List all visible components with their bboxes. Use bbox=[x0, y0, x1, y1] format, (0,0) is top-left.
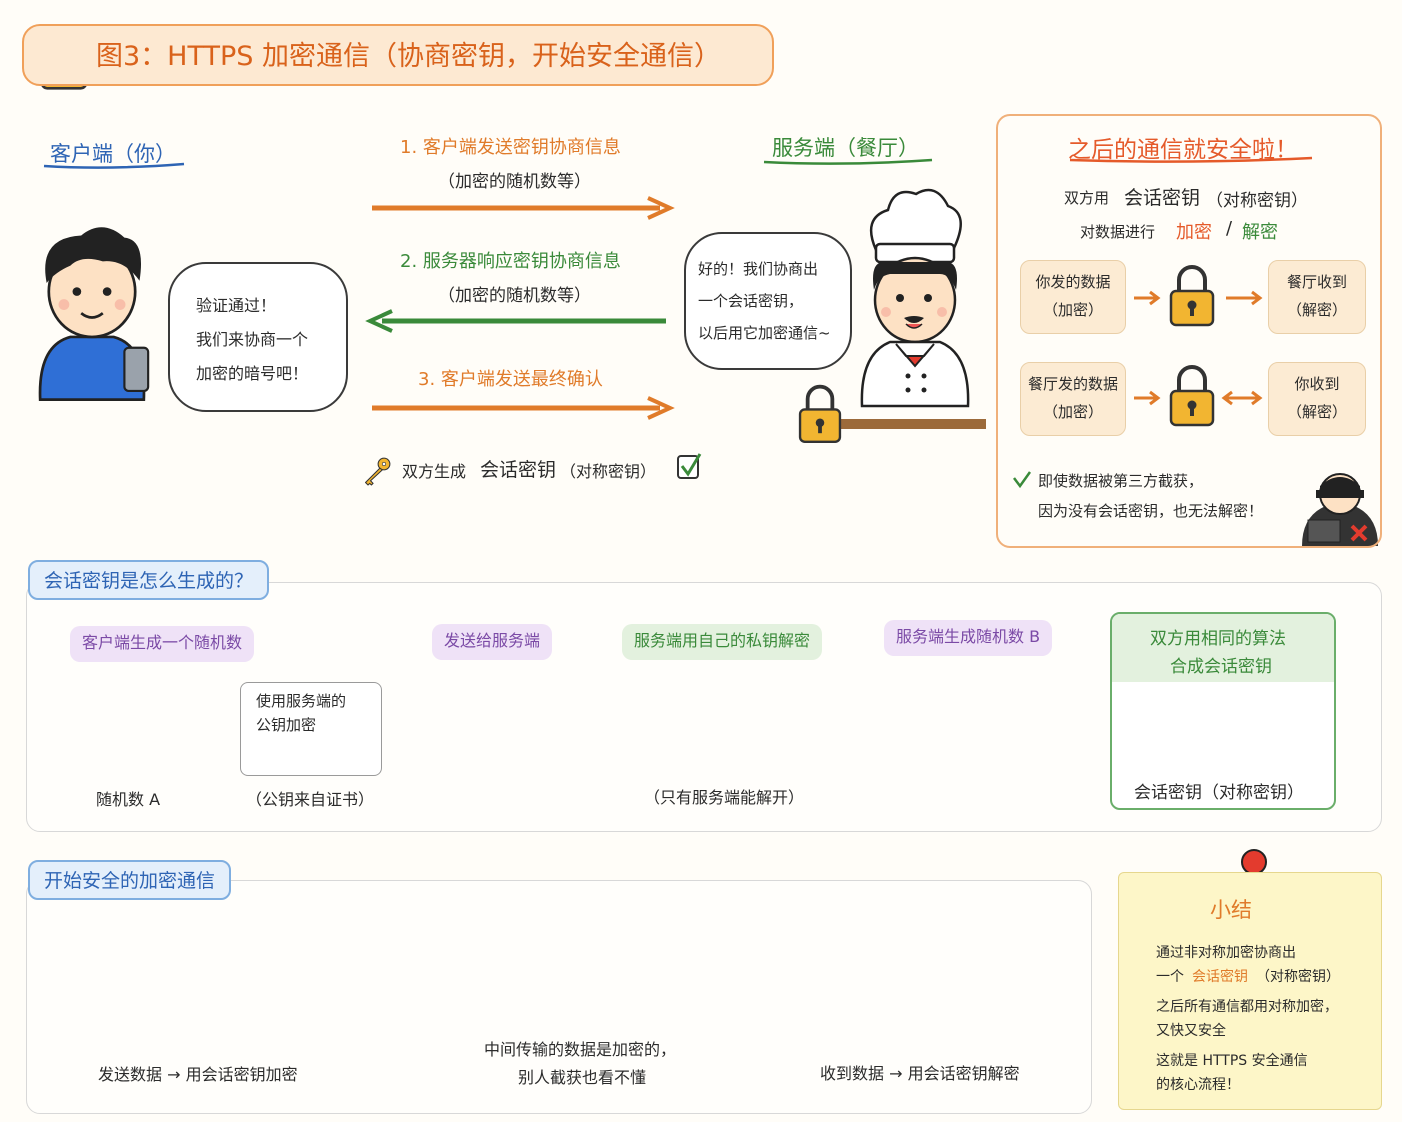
server-lock-icon bbox=[798, 384, 842, 444]
session-key-result-header bbox=[1112, 614, 1334, 682]
secure-line2-sep: / bbox=[1226, 218, 1233, 239]
pubkey-line-2: 公钥加密 bbox=[256, 716, 317, 734]
summary-item-3-line-1: 这就是 HTTPS 安全通信 bbox=[1156, 1053, 1308, 1069]
hacker-icon bbox=[1302, 473, 1378, 546]
private-key-note: （只有服务端能解开） bbox=[644, 788, 805, 807]
summary-item-3-line-2: 的核心流程！ bbox=[1156, 1077, 1240, 1093]
client-label: 客户端（你） bbox=[50, 142, 176, 166]
row1-send-line-2: （加密） bbox=[1042, 301, 1103, 319]
server-label: 服务端（餐厅） bbox=[772, 136, 919, 160]
title-banner bbox=[22, 24, 774, 86]
secure-note-line-2: 因为没有会话密钥，也无法解密！ bbox=[1038, 502, 1264, 520]
summary-item-1-line-2: 一个 bbox=[1156, 969, 1184, 985]
session-result-prefix: 双方生成 bbox=[402, 462, 467, 481]
client-underline bbox=[43, 162, 185, 169]
secure-title-underline bbox=[1069, 156, 1313, 163]
row1-receive-line-1: 餐厅收到 bbox=[1286, 273, 1347, 291]
pubkey-box bbox=[240, 682, 382, 776]
secure-line1-key: 会话密钥 bbox=[1124, 187, 1201, 209]
summary-item-2-line-2: 又快又安全 bbox=[1156, 1023, 1226, 1039]
summary-note bbox=[1118, 872, 1382, 1110]
pubkey-note: （公钥来自证书） bbox=[246, 790, 375, 809]
row1-send-line-1: 你发的数据 bbox=[1035, 273, 1111, 291]
row2-send-line-2: （加密） bbox=[1042, 403, 1103, 421]
secure-panel-title: 之后的通信就安全啦！ bbox=[1068, 137, 1298, 163]
client-random-tag: 客户端生成一个随机数 bbox=[70, 626, 255, 662]
row2-receive-line-1: 你收到 bbox=[1294, 375, 1340, 393]
secure-comm-title: 开始安全的加密通信 bbox=[28, 860, 232, 900]
server-chef-illustration bbox=[860, 188, 970, 408]
server-decrypt-tag: 服务端用自己的私钥解密 bbox=[622, 624, 823, 660]
session-result-suffix: （对称密钥） bbox=[560, 462, 657, 481]
row1-receive-line-2: （解密） bbox=[1286, 301, 1347, 319]
client-bubble-line-1: 验证通过！ bbox=[196, 296, 277, 315]
step3-title: 3. 客户端发送最终确认 bbox=[418, 369, 603, 390]
random-a-label: 随机数 A bbox=[96, 790, 161, 809]
row2-send-line-1: 餐厅发的数据 bbox=[1027, 375, 1118, 393]
session-key-icon bbox=[364, 457, 391, 486]
row2-arrows bbox=[1134, 390, 1263, 406]
summary-item-1-line-1: 通过非对称加密协商出 bbox=[1156, 945, 1296, 961]
send-data-label: 发送数据 → 用会话密钥加密 bbox=[98, 1065, 298, 1084]
summary-title: 小结 bbox=[1210, 898, 1252, 922]
server-random-b-tag: 服务端生成随机数 B bbox=[884, 620, 1053, 656]
server-speech-bubble bbox=[684, 232, 852, 370]
step2-title: 2. 服务器响应密钥协商信息 bbox=[400, 251, 621, 272]
secure-line1-prefix: 双方用 bbox=[1064, 189, 1110, 207]
client-bubble-line-2: 我们来协商一个 bbox=[196, 330, 309, 349]
server-bubble-line-3: 以后用它加密通信~ bbox=[698, 324, 831, 342]
step1-arrow bbox=[372, 196, 675, 220]
row2-receive-box: 你收到 （解密） bbox=[1268, 362, 1366, 436]
secure-line2-prefix: 对数据进行 bbox=[1080, 223, 1156, 241]
step1-subtitle: （加密的随机数等） bbox=[438, 172, 591, 192]
server-underline bbox=[763, 158, 933, 165]
row1-receive-box: 餐厅收到 （解密） bbox=[1268, 260, 1366, 334]
summary-item-1-key: 会话密钥 bbox=[1192, 969, 1248, 985]
summary-item-1-suffix: （对称密钥） bbox=[1256, 969, 1340, 985]
server-bubble-line-1: 好的！我们协商出 bbox=[698, 260, 819, 278]
client-speech-bubble bbox=[168, 262, 348, 412]
client-boy-illustration bbox=[38, 225, 150, 401]
secure-comm-panel bbox=[26, 880, 1092, 1114]
session-key-result-label: 会话密钥（对称密钥） bbox=[1134, 783, 1304, 803]
secure-note-check-icon bbox=[1013, 471, 1032, 489]
middle-label-line-2: 别人截获也看不懂 bbox=[518, 1068, 647, 1087]
session-result-key: 会话密钥 bbox=[480, 459, 557, 481]
secure-panel bbox=[996, 114, 1382, 548]
result-line-1: 双方用相同的算法 bbox=[1150, 629, 1286, 649]
step2-subtitle: （加密的随机数等） bbox=[438, 286, 591, 306]
row1-arrows bbox=[1134, 290, 1263, 306]
middle-label-line-1: 中间传输的数据是加密的， bbox=[484, 1040, 677, 1059]
secure-line2-encrypt: 加密 bbox=[1176, 222, 1212, 243]
generation-title: 会话密钥是怎么生成的？ bbox=[28, 560, 270, 600]
row1-send-box: 你发的数据 （加密） bbox=[1020, 260, 1126, 334]
step2-arrow bbox=[365, 309, 666, 333]
server-bubble-line-2: 一个会话密钥， bbox=[698, 292, 804, 310]
result-line-2: 合成会话密钥 bbox=[1170, 657, 1272, 677]
secure-line1-suffix: （对称密钥） bbox=[1206, 191, 1308, 211]
check-box-icon bbox=[677, 453, 702, 479]
row2-send-box: 餐厅发的数据 （加密） bbox=[1020, 362, 1126, 436]
row2-receive-line-2: （解密） bbox=[1286, 403, 1347, 421]
send-to-server-tag: 发送给服务端 bbox=[432, 624, 553, 660]
receive-data-label: 收到数据 → 用会话密钥解密 bbox=[820, 1064, 1020, 1083]
secure-note-line-1: 即使数据被第三方截获， bbox=[1038, 472, 1204, 490]
step3-arrow bbox=[372, 396, 675, 420]
secure-line2-decrypt: 解密 bbox=[1242, 222, 1278, 243]
step1-title: 1. 客户端发送密钥协商信息 bbox=[400, 137, 621, 158]
page-title: 图3：HTTPS 加密通信（协商密钥，开始安全通信） bbox=[96, 41, 721, 72]
pubkey-line-1: 使用服务端的 bbox=[256, 692, 347, 710]
client-bubble-line-3: 加密的暗号吧！ bbox=[196, 364, 309, 383]
summary-item-2-line-1: 之后所有通信都用对称加密， bbox=[1156, 999, 1338, 1015]
